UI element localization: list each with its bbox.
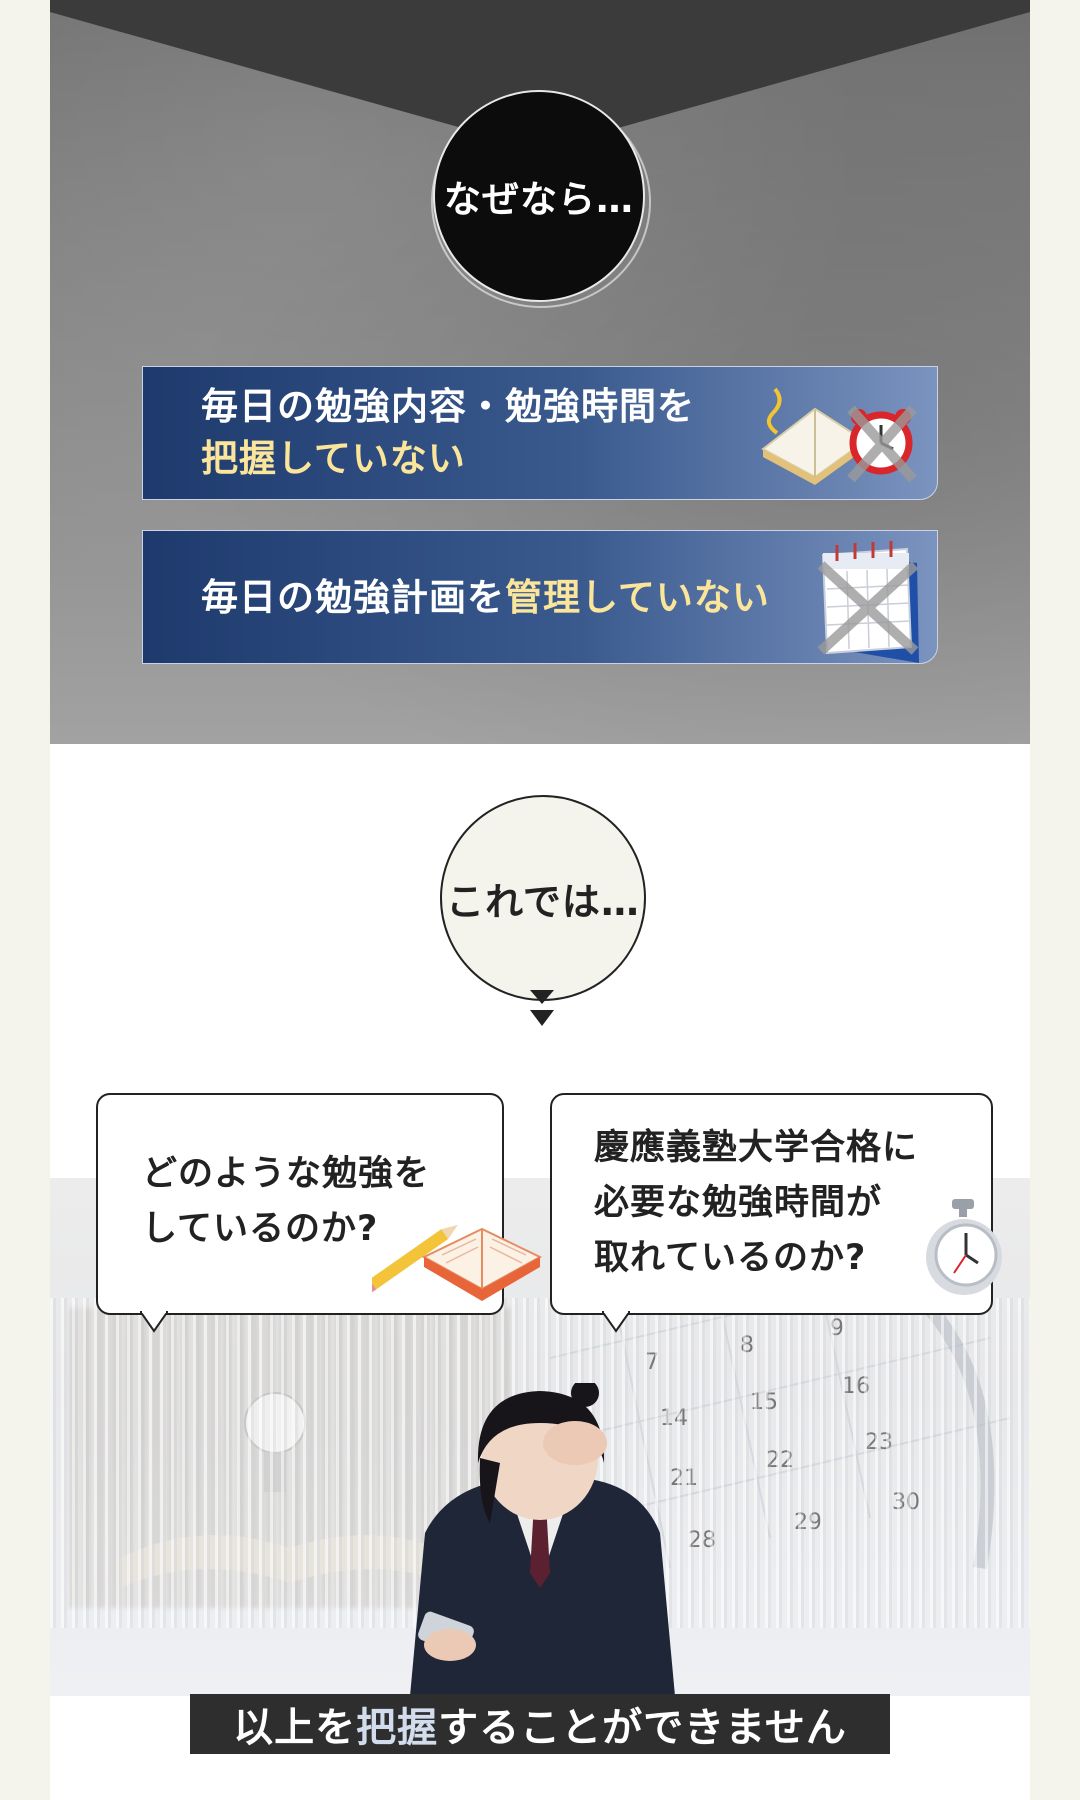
bubble-line: しているのか? <box>142 1209 379 1249</box>
problem-highlight-text: 管理していない <box>505 576 770 619</box>
crossed-calendar-icon <box>817 541 919 663</box>
speech-bubble-tail <box>602 1311 630 1333</box>
double-chevron-down-icon <box>530 990 554 1026</box>
speech-bubble-study-content: どのような勉強を しているのか? <box>96 1093 542 1333</box>
nazenara-circle: なぜなら… <box>433 90 645 302</box>
worried-student-photo <box>410 1383 675 1696</box>
bubble-text-study-content: どのような勉強を しているのか? <box>142 1147 430 1257</box>
korede-label: これでは… <box>446 879 640 924</box>
conclusion-plain-1: 以上を <box>233 1705 357 1751</box>
reason-section: なぜなら… 毎日の勉強内容・勉強時間を 把握していない 毎日の勉強計画を管理 <box>50 0 1030 744</box>
bubble-line: 取れているのか? <box>594 1238 867 1278</box>
conclusion-highlight: 把握 <box>356 1705 439 1751</box>
conclusion-text: 以上を把握することができません <box>233 1695 847 1753</box>
book-and-crossed-alarm-clock-icon <box>761 387 917 485</box>
nazenara-label: なぜなら… <box>444 178 634 221</box>
bubble-text-study-time: 慶應義塾大学合格に 必要な勉強時間が 取れているのか? <box>594 1121 918 1286</box>
envelope-flap-shape <box>50 0 1030 150</box>
conclusion-banner: 以上を把握することができません <box>190 1694 890 1754</box>
speech-bubble-study-time: 慶應義塾大学合格に 必要な勉強時間が 取れているのか? <box>550 1093 1002 1333</box>
problem-card-planning: 毎日の勉強計画を管理していない <box>142 530 938 664</box>
problem-plain-text: 毎日の勉強計画を <box>201 576 505 619</box>
stopwatch-icon <box>926 1199 1002 1295</box>
bubble-line: 慶應義塾大学合格に <box>594 1128 919 1168</box>
problem-line-2-highlight: 把握していない <box>201 437 466 480</box>
bubble-line: どのような勉強を <box>142 1154 431 1194</box>
korede-circle: これでは… <box>440 795 646 1001</box>
page: なぜなら… 毎日の勉強内容・勉強時間を 把握していない 毎日の勉強計画を管理 <box>50 0 1030 1800</box>
conclusion-plain-2: することができません <box>438 1705 847 1751</box>
pencil-and-book-icon <box>372 1224 542 1301</box>
problem-text-tracking: 毎日の勉強内容・勉強時間を 把握していない <box>201 381 695 485</box>
bubble-line: 必要な勉強時間が <box>594 1183 883 1223</box>
problem-card-tracking: 毎日の勉強内容・勉強時間を 把握していない <box>142 366 938 500</box>
problem-text-planning: 毎日の勉強計画を管理していない <box>201 572 770 624</box>
speech-bubble-tail <box>140 1311 168 1333</box>
problem-line-1: 毎日の勉強内容・勉強時間を <box>201 385 695 428</box>
